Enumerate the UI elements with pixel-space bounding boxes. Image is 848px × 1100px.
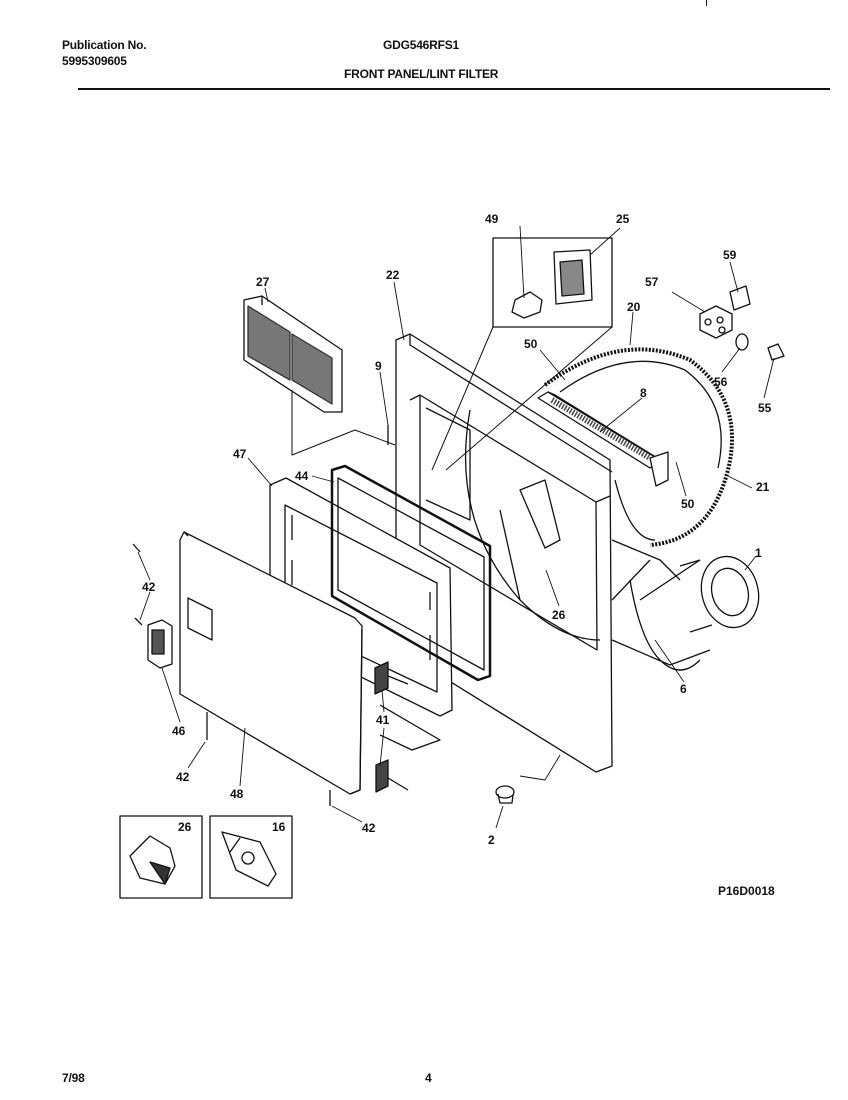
callout-47: 47 (233, 447, 247, 461)
callout-8: 8 (640, 386, 647, 400)
crop-mark (706, 0, 707, 6)
callout-22: 22 (386, 268, 400, 282)
callout-57: 57 (645, 275, 659, 289)
callout-1: 1 (755, 546, 762, 560)
callout-9: 9 (375, 359, 382, 373)
leader-lines (137, 225, 775, 829)
callout-25: 25 (616, 212, 630, 226)
callout-56: 56 (714, 375, 728, 389)
lint-housing-part (537, 391, 669, 487)
screw-parts (132, 425, 389, 806)
callout-26: 26 (552, 608, 566, 622)
door-handle-part (147, 619, 173, 669)
callout-42-right: 42 (362, 821, 376, 835)
callout-27: 27 (256, 275, 270, 289)
inset-detail-parts (511, 249, 593, 319)
hinge-part (374, 661, 441, 793)
callout-21: 21 (756, 480, 770, 494)
publication-label: Publication No. (62, 38, 147, 52)
callout-41: 41 (376, 713, 390, 727)
diagram-code: P16D0018 (718, 884, 775, 898)
callout-6: 6 (680, 682, 687, 696)
callout-48: 48 (230, 787, 244, 801)
footer-date: 7/98 (62, 1071, 85, 1085)
header-rule (78, 88, 830, 90)
page-number: 4 (425, 1071, 432, 1085)
callout-42-bottom: 42 (176, 770, 190, 784)
drum-duct-part (464, 409, 711, 671)
inset-label-16: 16 (272, 820, 286, 834)
door-seal-part (330, 464, 492, 682)
callout-55: 55 (758, 401, 772, 415)
callout-49: 49 (485, 212, 499, 226)
callout-44: 44 (295, 469, 309, 483)
callout-46: 46 (172, 724, 186, 738)
inset-part-16 (221, 831, 277, 887)
callout-20: 20 (627, 300, 641, 314)
section-title: FRONT PANEL/LINT FILTER (344, 67, 499, 81)
terminal-block-part (699, 285, 785, 361)
inset-label-26: 26 (178, 820, 192, 834)
publication-number: 5995309605 (62, 54, 127, 68)
drum-seal-part (543, 347, 734, 547)
callout-2: 2 (488, 833, 495, 847)
callout-42-left: 42 (142, 580, 156, 594)
outer-door-part (179, 531, 363, 795)
lint-filter-part (243, 295, 343, 413)
exhaust-ring-part (679, 555, 760, 633)
callout-50-right: 50 (681, 497, 695, 511)
leveling-foot-part (495, 785, 515, 804)
model-number: GDG546RFS1 (383, 38, 460, 52)
callout-labels: 49 25 27 22 59 57 20 50 9 8 56 55 47 44 … (142, 212, 775, 898)
callout-59: 59 (723, 248, 737, 262)
callout-50-top: 50 (524, 337, 538, 351)
inset-part-26 (129, 835, 176, 885)
